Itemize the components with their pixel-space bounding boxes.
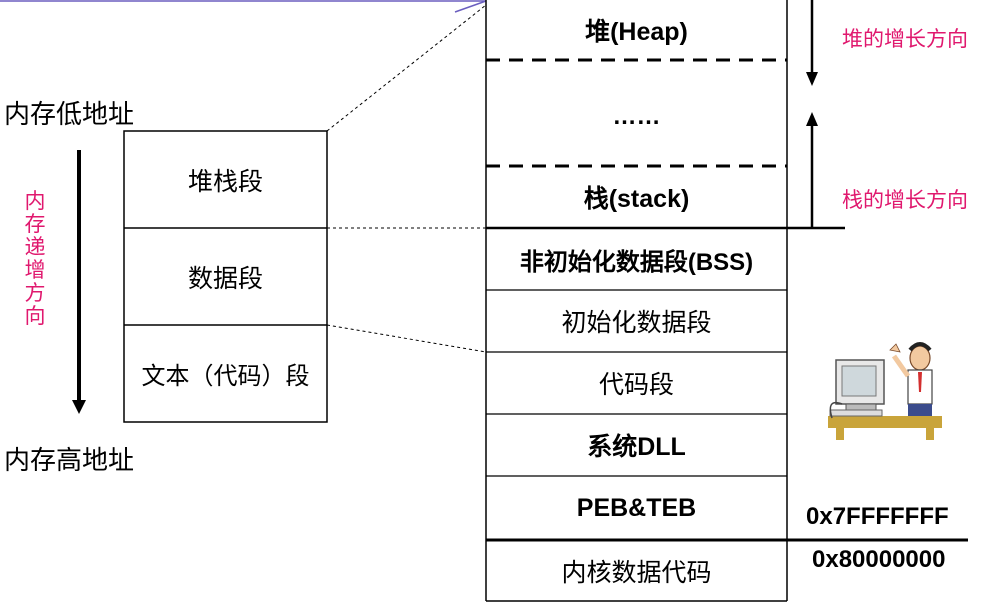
direction-char: 内 bbox=[24, 189, 46, 213]
gap-cell: …… bbox=[612, 103, 661, 130]
low-address-label: 内存低地址 bbox=[4, 100, 135, 130]
address-kernel-start: 0x80000000 bbox=[812, 546, 946, 573]
direction-char: 方 bbox=[24, 281, 46, 305]
direction-arrow-head bbox=[72, 400, 86, 414]
left-segment-heap-stack: 堆栈段 bbox=[187, 166, 263, 196]
sys-dll-cell: 系统DLL bbox=[587, 433, 686, 461]
heap-growth-label: 堆的增长方向 bbox=[842, 27, 968, 51]
high-address-label: 内存高地址 bbox=[4, 446, 135, 476]
direction-char: 增 bbox=[24, 258, 46, 282]
kernel-cell: 内核数据代码 bbox=[561, 557, 712, 587]
left-box-border bbox=[123, 130, 328, 423]
connector-top bbox=[326, 4, 487, 132]
left-segment-text: 文本（代码）段 bbox=[141, 362, 310, 390]
direction-label: 内 存 递 增 方 向 bbox=[22, 190, 48, 328]
top-frame-corner bbox=[454, 0, 487, 13]
stack-growth-label: 栈的增长方向 bbox=[842, 188, 968, 212]
heap-cell: 堆(Heap) bbox=[585, 18, 688, 46]
direction-char: 向 bbox=[24, 304, 46, 328]
address-user-top: 0x7FFFFFFF bbox=[806, 503, 949, 530]
bss-cell: 非初始化数据段(BSS) bbox=[519, 248, 754, 276]
peb-teb-cell: PEB&TEB bbox=[576, 493, 697, 522]
direction-char: 递 bbox=[24, 235, 46, 259]
person-computer-icon bbox=[828, 342, 942, 440]
heap-arrow-head bbox=[806, 72, 818, 86]
stack-cell: 栈(stack) bbox=[583, 185, 690, 213]
direction-char: 存 bbox=[24, 212, 46, 236]
left-segment-data: 数据段 bbox=[187, 263, 263, 293]
stack-arrow-head bbox=[806, 112, 818, 126]
init-data-cell: 初始化数据段 bbox=[561, 308, 712, 337]
connector-bottom bbox=[326, 324, 487, 353]
code-cell: 代码段 bbox=[598, 370, 674, 399]
